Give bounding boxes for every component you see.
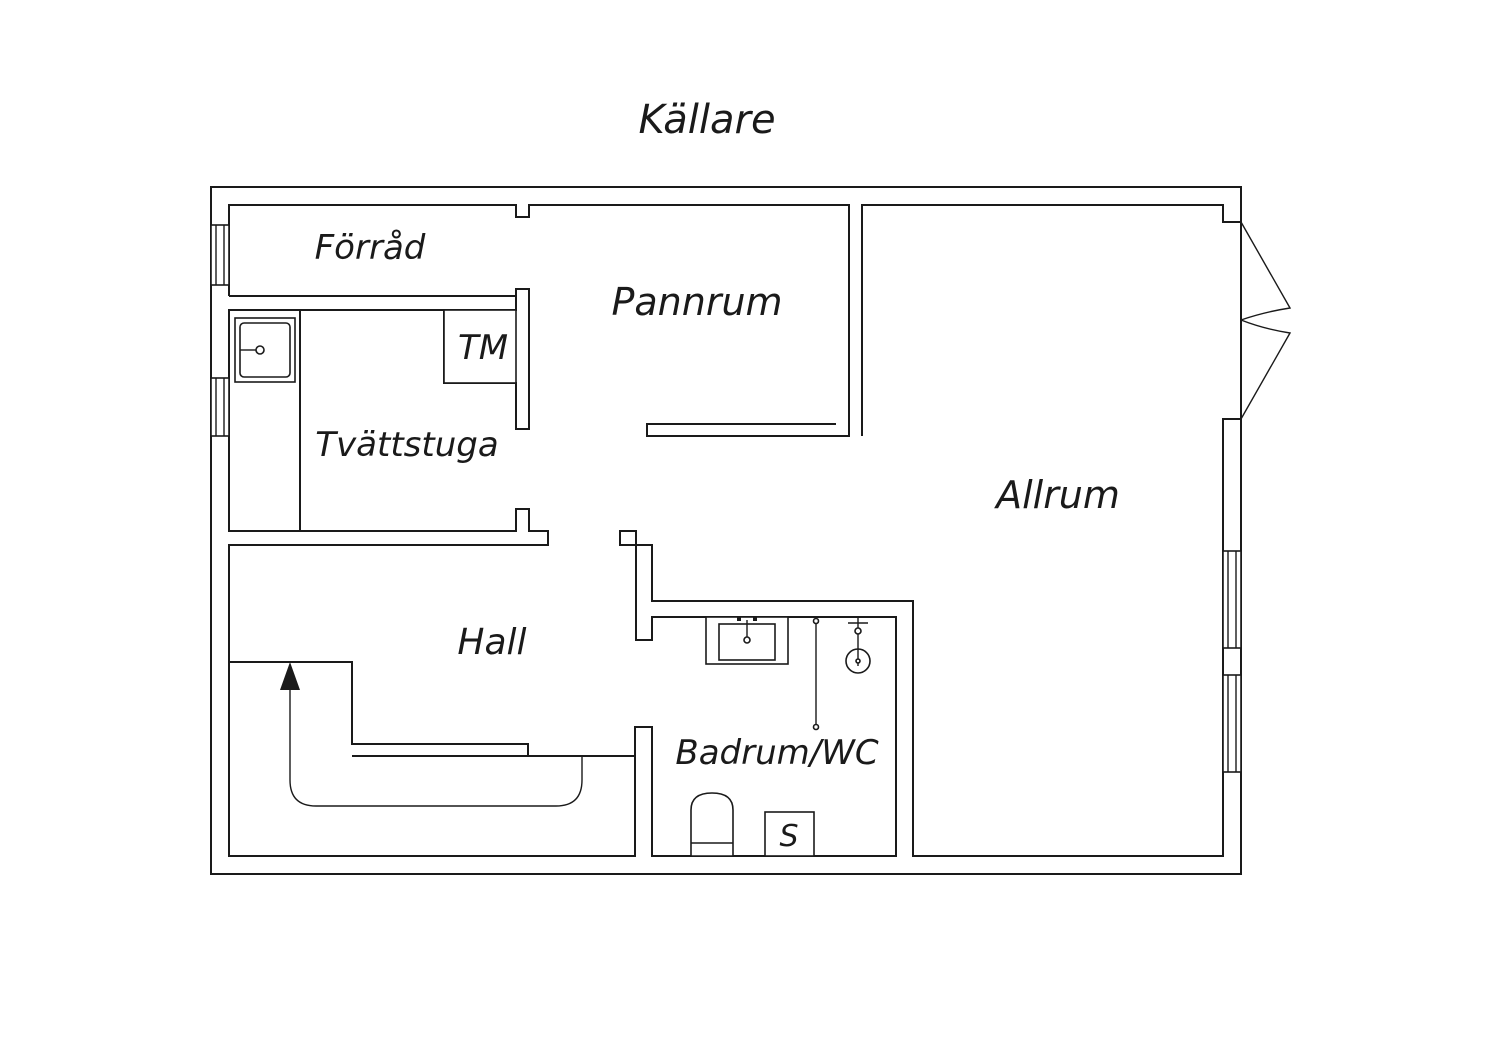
forrad-wall — [229, 289, 517, 297]
washing-machine — [443, 309, 517, 384]
tm-label: TM — [458, 328, 508, 368]
washbasin-drain — [743, 636, 751, 644]
window-allrum-1 — [1222, 550, 1242, 649]
stair-arrow-icon — [280, 662, 300, 690]
s-label: S — [779, 819, 798, 854]
laundry-sink-drain — [255, 345, 265, 355]
plan-title: Källare — [638, 97, 775, 143]
door-leaf-bottom — [1240, 319, 1292, 420]
room-label-badrum: Badrum/WC — [675, 733, 878, 773]
left-windows — [210, 224, 230, 437]
room-label-tvattstuga: Tvättstuga — [315, 425, 498, 465]
toilet — [690, 792, 734, 857]
stair-outline — [229, 661, 635, 757]
right-windows — [1222, 550, 1242, 773]
window-forrad — [210, 224, 230, 286]
laundry-sink — [234, 317, 296, 383]
allrum-top-wall — [861, 204, 1241, 436]
staircase — [229, 661, 635, 807]
room-label-pannrum: Pannrum — [611, 280, 782, 324]
room-label-allrum: Allrum — [993, 473, 1120, 517]
room-label-forrad: Förråd — [315, 228, 426, 268]
double-door — [1240, 221, 1292, 420]
pannrum-wall — [228, 204, 850, 437]
outer-walls — [210, 186, 1242, 875]
window-allrum-2 — [1222, 674, 1242, 773]
bathroom-fixtures — [690, 616, 871, 857]
door-leaf-top — [1240, 221, 1292, 321]
outer-wall-outline — [210, 186, 1242, 875]
window-tvattstuga — [210, 377, 230, 437]
s-fixture — [764, 811, 815, 857]
room-label-hall: Hall — [457, 622, 526, 663]
stair-direction-line — [289, 690, 583, 807]
